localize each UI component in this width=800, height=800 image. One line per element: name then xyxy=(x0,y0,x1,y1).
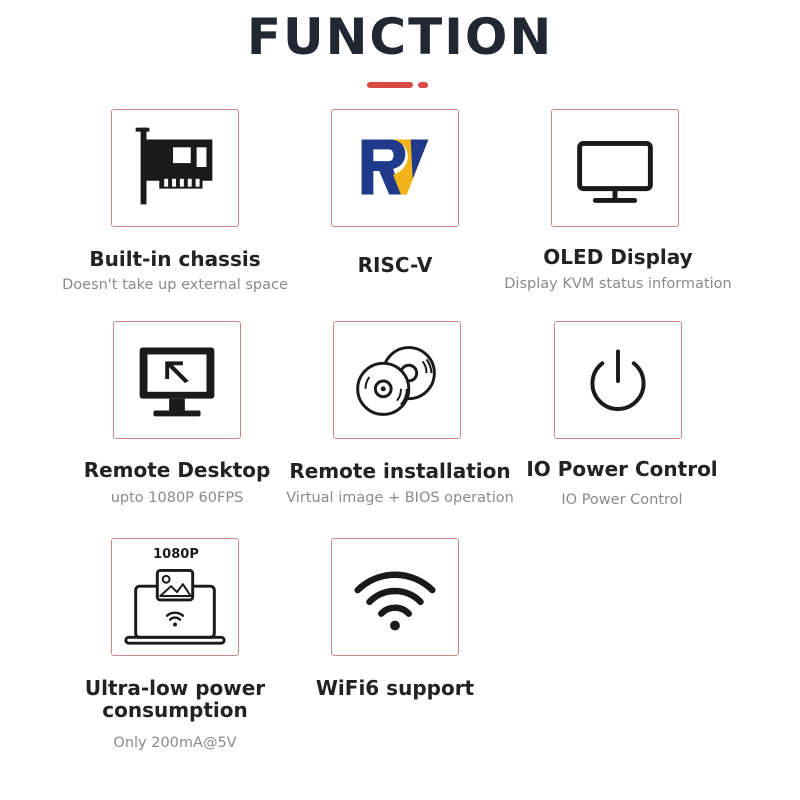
power-icon xyxy=(590,349,646,411)
feature-desc: Only 200mA@5V xyxy=(113,735,237,751)
feature-tile-oled xyxy=(551,109,679,227)
feature-desc: Display KVM status information xyxy=(504,276,732,292)
pci-card-icon xyxy=(135,127,213,205)
wifi-icon xyxy=(354,571,436,631)
feature-desc: upto 1080P 60FPS xyxy=(110,490,244,506)
feature-name: WiFi6 support xyxy=(315,676,475,700)
feature-tile-remote-desktop xyxy=(113,321,241,439)
feature-tile-chassis xyxy=(111,109,239,227)
feature-tile-remote-installation xyxy=(333,321,461,439)
feature-tile-wifi6 xyxy=(331,538,459,656)
feature-desc: Virtual image + BIOS operation xyxy=(286,490,514,506)
feature-desc: IO Power Control xyxy=(561,492,683,508)
page-title: FUNCTION xyxy=(246,8,554,66)
feature-name: OLED Display xyxy=(543,245,693,269)
title-accent-dot xyxy=(418,82,428,88)
feature-name: Ultra-low power consumption xyxy=(84,676,266,722)
feature-name: Remote installation xyxy=(289,459,511,483)
feature-tile-low-power: 1080P xyxy=(111,538,239,656)
laptop-wifi-icon xyxy=(124,568,226,645)
feature-tile-risc-v xyxy=(331,109,459,227)
feature-tile-io-power xyxy=(554,321,682,439)
disc-icon xyxy=(356,346,436,416)
feature-name: RISC-V xyxy=(357,253,433,277)
remote-desktop-icon xyxy=(139,347,215,417)
feature-desc: Doesn't take up external space xyxy=(62,277,288,293)
monitor-icon xyxy=(577,140,653,203)
risc-v-logo xyxy=(361,139,429,195)
feature-name: IO Power Control xyxy=(526,457,718,481)
title-accent-bar xyxy=(367,82,413,88)
feature-name: Remote Desktop xyxy=(83,458,271,482)
resolution-badge: 1080P xyxy=(153,547,199,562)
feature-name: Built-in chassis xyxy=(89,247,261,271)
